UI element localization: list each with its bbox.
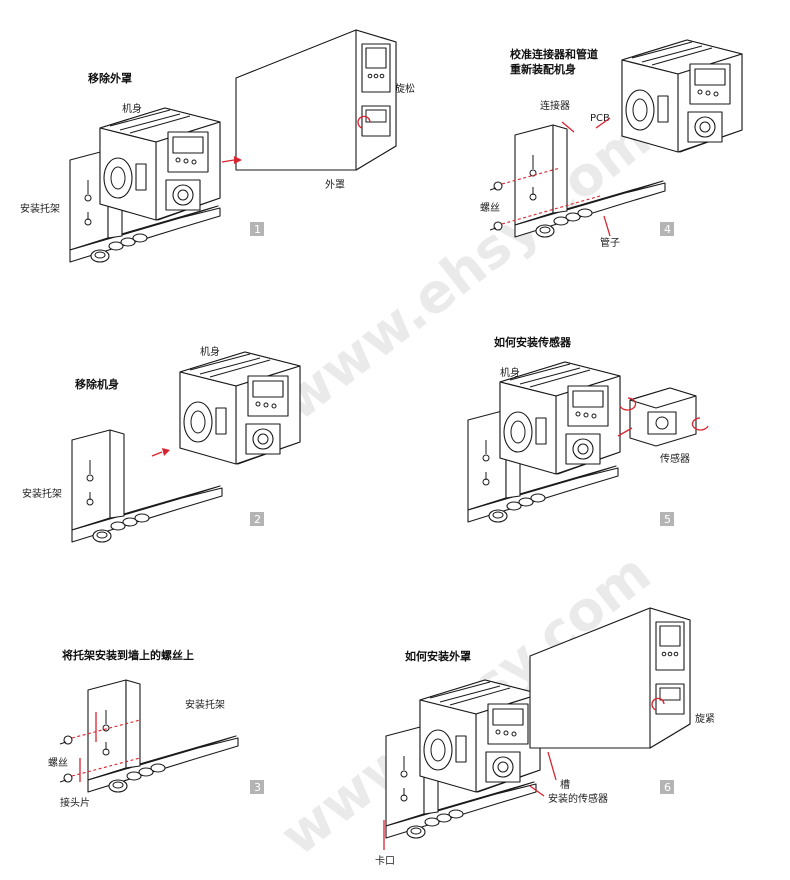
step-1-number-badge [250,222,264,236]
step-2-label-body: 机身 [200,345,220,358]
pointer-line [547,751,557,781]
step-3-label-screw: 螺丝 [48,757,68,769]
body-illustration [419,679,541,793]
step-6-number: 6 [664,781,671,794]
step-6-title: 如何安装外罩 [405,649,471,663]
cover-illustration [235,29,397,171]
step-4-label-connector: 连接器 [540,99,570,112]
body-illustration [499,361,621,475]
step-4-title-line1: 校准连接器和管道 [510,47,598,61]
screw-icon [59,735,73,745]
step-5-number-badge [660,512,674,526]
step-5-number: 5 [664,513,671,526]
step-6-panel: 如何安装外罩 旋紧 槽 安装的传感器 卡口 6 [375,607,715,867]
step-4-label-screw: 螺丝 [480,202,500,214]
step-4-label-pcb: PCB [590,113,610,124]
step-6-number-badge [660,780,674,794]
step-2-panel: 移除机身 机身 安装托架 2 [22,345,301,543]
step-6-label-tighten: 旋紧 [695,712,715,725]
arrow-icon [221,159,235,163]
step-3-number-badge [250,780,264,794]
guide-line [71,719,141,739]
guide-line [501,195,601,225]
step-4-title-line2: 重新装配机身 [510,62,576,76]
step-2-title: 移除机身 [75,377,119,391]
guide-line [71,757,141,777]
screw-icon [59,773,73,783]
pointer-line [561,121,575,133]
step-2-number-badge [250,512,264,526]
step-6-label-slot: 槽 [560,778,570,791]
step-5-panel: 如何安装传感器 机身 传感器 5 [467,335,709,526]
step-1-label-loosen: 旋松 [395,82,415,95]
guide-line [501,167,561,185]
step-6-label-clip: 卡口 [375,854,395,867]
rotate-arrow-icon [619,397,637,411]
sensor-illustration [629,387,697,447]
rotate-arrow-icon [651,697,665,711]
step-1-title: 移除外罩 [88,71,132,85]
step-2-label-bracket: 安装托架 [22,487,62,500]
step-2-number: 2 [254,513,261,526]
rotate-arrow-icon [691,417,709,431]
body-illustration [179,351,301,465]
step-3-number: 3 [254,781,261,794]
step-3-label-tab: 接头片 [60,796,90,809]
pointer-line [595,117,611,129]
step-1-label-bracket: 安装托架 [20,202,60,215]
bracket-illustration [87,679,239,793]
step-3-label-bracket: 安装托架 [185,698,225,711]
pointer-line [603,215,611,237]
step-1-label-cover: 外罩 [325,179,345,191]
arrow-icon [151,451,163,457]
step-6-label-installed-sensor: 安装的传感器 [548,792,608,805]
step-4-number-badge [660,222,674,236]
body-illustration [621,39,743,153]
arrow-head-icon [162,448,170,456]
step-4-number: 4 [664,223,671,236]
step-3-panel: 将托架安装到墙上的螺丝上 安装托架 螺丝 接头片 3 [48,648,264,809]
body-illustration [99,107,221,221]
rotate-arrow-icon [357,115,371,129]
step-5-title: 如何安装传感器 [494,335,572,349]
arrow-head-icon [234,156,242,164]
arrow-icon [617,427,633,437]
step-5-label-sensor: 传感器 [660,452,690,465]
step-1-label-body: 机身 [122,102,142,115]
step-1-number: 1 [254,223,261,236]
screw-icon [489,181,503,191]
pointer-line [529,785,545,797]
step-5-label-body: 机身 [500,366,520,379]
step-1-panel: 移除外罩 机身 安装托架 旋松 外罩 1 [20,29,415,263]
step-4-label-tube: 管子 [600,236,620,249]
step-3-title: 将托架安装到墙上的螺丝上 [62,648,194,662]
step-4-panel: 校准连接器和管道 重新装配机身 连接器 PCB 螺丝 管子 4 [480,39,743,249]
